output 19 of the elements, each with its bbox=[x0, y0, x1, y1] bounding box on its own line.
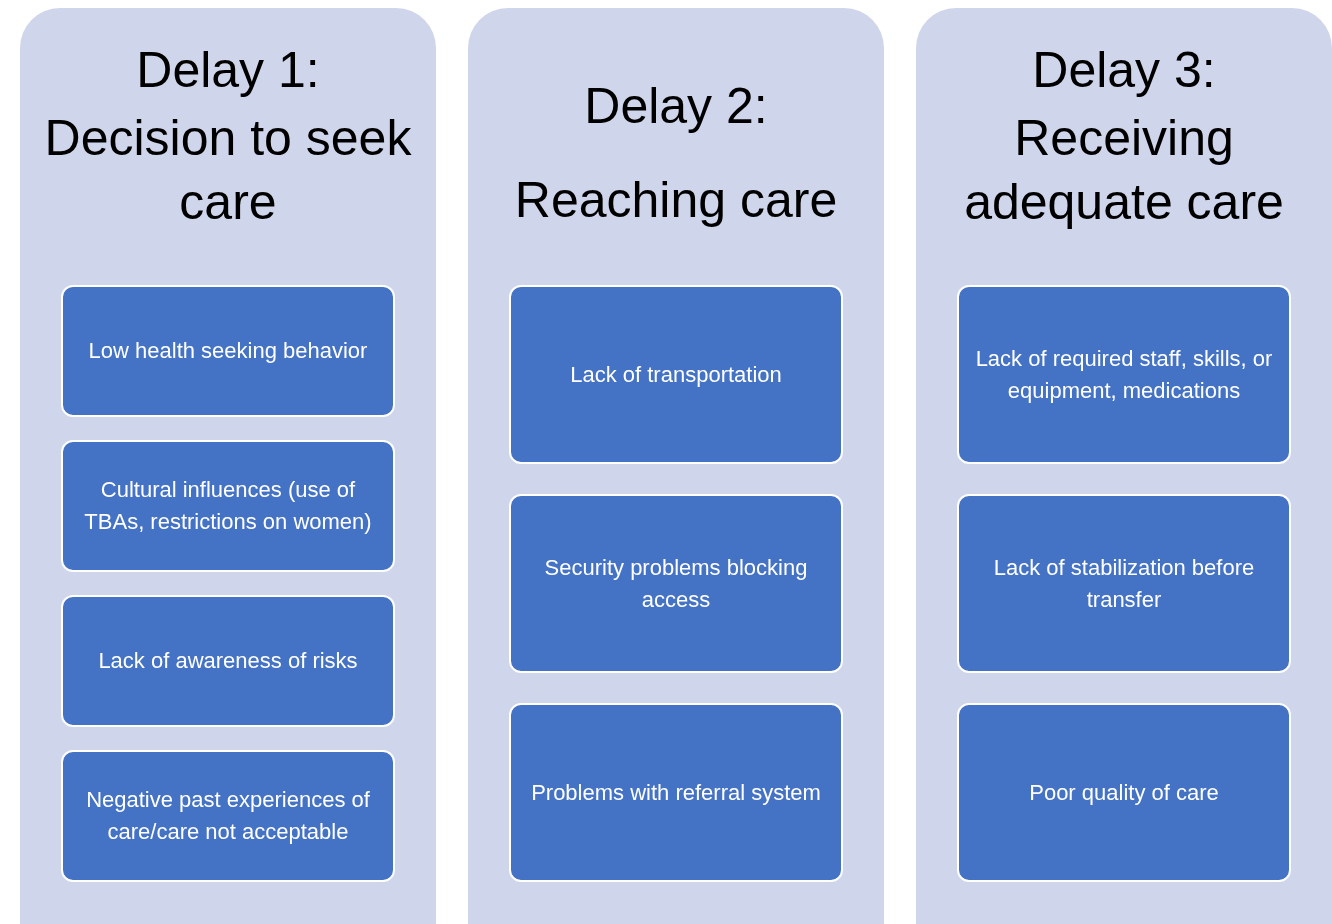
column-panel bbox=[20, 8, 436, 924]
factor-box: Lack of stabilization before transfer bbox=[957, 494, 1291, 673]
column-heading: Reaching care bbox=[513, 171, 839, 230]
factor-box: Security problems blocking access bbox=[509, 494, 843, 673]
column-heading: Decision to seek care bbox=[43, 109, 413, 232]
factor-box: Lack of transportation bbox=[509, 285, 843, 464]
factor-box: Lack of awareness of risks bbox=[61, 595, 395, 727]
column-heading: Receiving adequate care bbox=[963, 109, 1285, 232]
factor-box: Lack of required staff, skills, or equipment, medications bbox=[957, 285, 1291, 464]
column-panel bbox=[468, 8, 884, 924]
factor-box: Problems with referral system bbox=[509, 703, 843, 882]
column-panel bbox=[916, 8, 1332, 924]
column-heading: Delay 1: bbox=[135, 41, 321, 100]
factor-box: Poor quality of care bbox=[957, 703, 1291, 882]
column-heading: Delay 2: bbox=[583, 77, 769, 136]
factor-box: Cultural influences (use of TBAs, restrictions on women) bbox=[61, 440, 395, 572]
factor-box: Negative past experiences of care/care not acceptable bbox=[61, 750, 395, 882]
column-heading: Delay 3: bbox=[1031, 41, 1217, 100]
factor-box: Low health seeking behavior bbox=[61, 285, 395, 417]
